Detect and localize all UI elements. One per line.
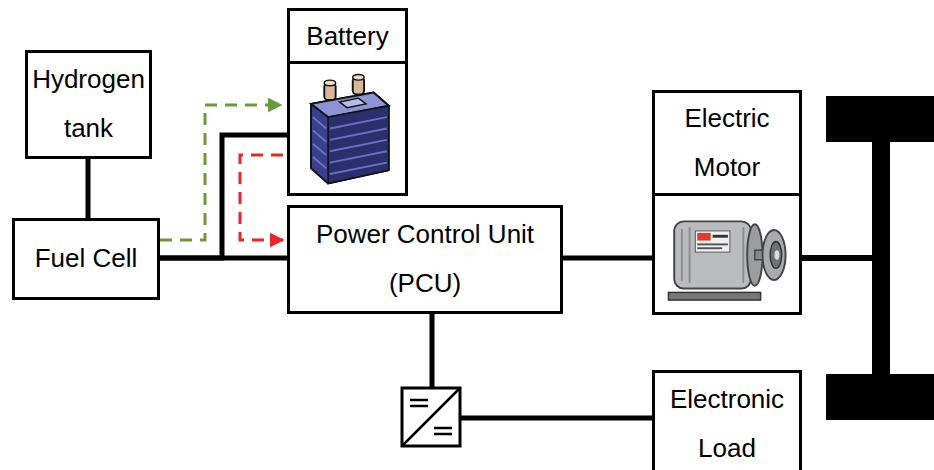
pipe-line (86, 159, 91, 218)
charge-flow-arrow (160, 105, 281, 240)
process-box: Power Control Unit (PCU) (287, 205, 563, 314)
node-label: Electric Motor (655, 94, 799, 193)
process-box: Fuel Cell (12, 218, 160, 300)
drive-shaft (802, 255, 876, 261)
node-label: Battery (302, 12, 392, 61)
node-label: Power Control Unit (PCU) (290, 210, 560, 309)
component-picture (290, 64, 405, 193)
wheel-bottom (826, 374, 934, 420)
power-line (432, 314, 652, 418)
power-line (563, 256, 652, 261)
node-label: Fuel Cell (31, 234, 142, 283)
component-picture (655, 196, 799, 312)
load-box: Electronic Load (652, 370, 802, 470)
discharge-flow-arrow (240, 155, 283, 240)
power-line (160, 135, 287, 258)
battery-box: Battery (287, 8, 408, 196)
node-label: Electronic Load (655, 375, 799, 470)
motor-box: Electric Motor (652, 90, 802, 315)
storage-box: Hydrogen tank (25, 50, 152, 159)
axle (872, 96, 890, 420)
dc-dc-converter-symbol (402, 388, 460, 446)
node-label: Hydrogen tank (28, 55, 149, 154)
